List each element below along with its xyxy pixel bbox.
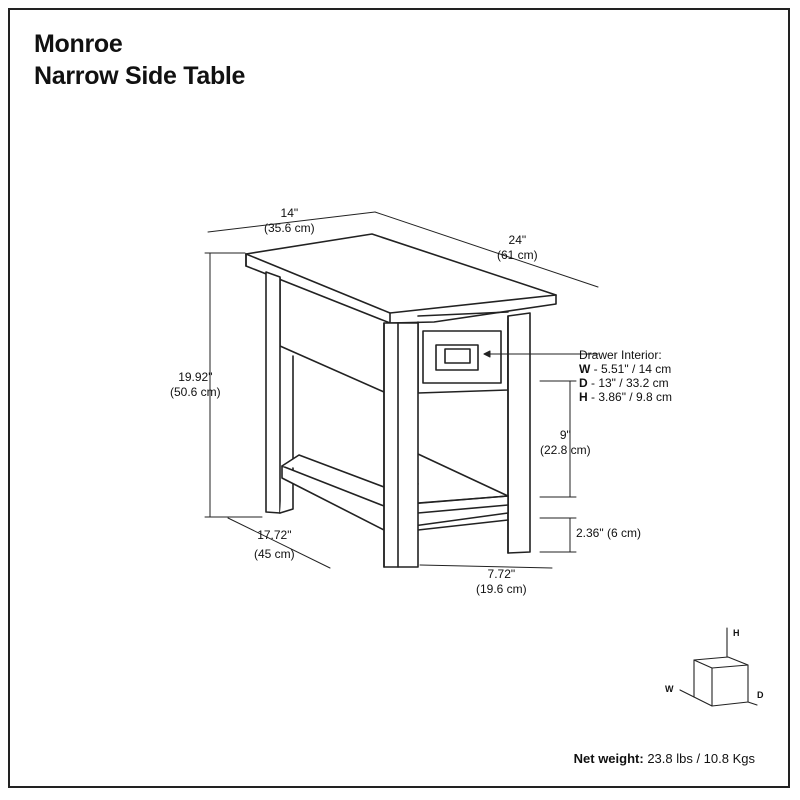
title-line-2: Narrow Side Table [34, 62, 246, 90]
axis-label-h: H [733, 628, 740, 638]
axis-label-w: W [665, 684, 674, 694]
leg-front [383, 322, 419, 568]
axis-cube-icon [679, 627, 758, 707]
dim-height-in: 19.92" [178, 370, 213, 384]
dim-top-length-in: 24" [508, 233, 527, 247]
dim-top-width-cm: (35.6 cm) [264, 221, 315, 235]
drawer-row-h-key: H [579, 390, 588, 404]
dim-top-length-cm: (61 cm) [497, 248, 538, 262]
dim-shelf-height: 2.36" (6 cm) [576, 526, 641, 540]
border-frame [8, 8, 790, 788]
dim-leg-depth-cm: (45 cm) [254, 547, 295, 561]
leg-back-right [507, 312, 531, 554]
drawer-row-d-value: - 13" / 33.2 cm [587, 376, 669, 390]
axis-label-d: D [757, 690, 764, 700]
dim-shelf-clearance: 9" (22.8 cm) [540, 428, 591, 458]
drawer-row-w-key: W [579, 362, 591, 376]
product-title: Monroe Narrow Side Table [34, 28, 245, 92]
dim-height-cm: (50.6 cm) [170, 385, 221, 399]
dim-leg-width: 7.72" (19.6 cm) [476, 567, 527, 597]
drawer-row-d: D - 13" / 33.2 cm [579, 376, 672, 390]
dim-leg-depth: 17.72" (45 cm) [254, 528, 295, 562]
dimension-lines [204, 211, 599, 569]
dim-top-width: 14" (35.6 cm) [264, 206, 315, 236]
drawer-interior-specs: Drawer Interior: W - 5.51" / 14 cm D - 1… [579, 348, 672, 404]
net-weight-label: Net weight: [573, 751, 644, 766]
drawer-row-w-value: - 5.51" / 14 cm [590, 362, 672, 376]
dim-height: 19.92" (50.6 cm) [170, 370, 221, 400]
net-weight-value: 23.8 lbs / 10.8 Kgs [643, 751, 755, 766]
dim-leg-depth-in: 17.72" [257, 528, 292, 542]
dim-leg-width-in: 7.72" [487, 567, 516, 581]
title-line-1: Monroe [34, 30, 123, 58]
drawer-interior-heading: Drawer Interior: [579, 348, 662, 362]
dim-leg-width-cm: (19.6 cm) [476, 582, 527, 596]
dim-top-length: 24" (61 cm) [497, 233, 538, 263]
dim-top-width-in: 14" [280, 206, 299, 220]
drawer-row-w: W - 5.51" / 14 cm [579, 362, 672, 376]
net-weight: Net weight: 23.8 lbs / 10.8 Kgs [574, 751, 755, 766]
dim-shelf-clearance-in: 9" [559, 428, 571, 442]
drawer-row-h: H - 3.86" / 9.8 cm [579, 390, 672, 404]
drawer-leader-line [483, 350, 599, 358]
drawer-row-h-value: - 3.86" / 9.8 cm [587, 390, 672, 404]
dim-shelf-clearance-cm: (22.8 cm) [540, 443, 591, 457]
drawer-row-d-key: D [579, 376, 588, 390]
drawer-front [422, 330, 502, 384]
